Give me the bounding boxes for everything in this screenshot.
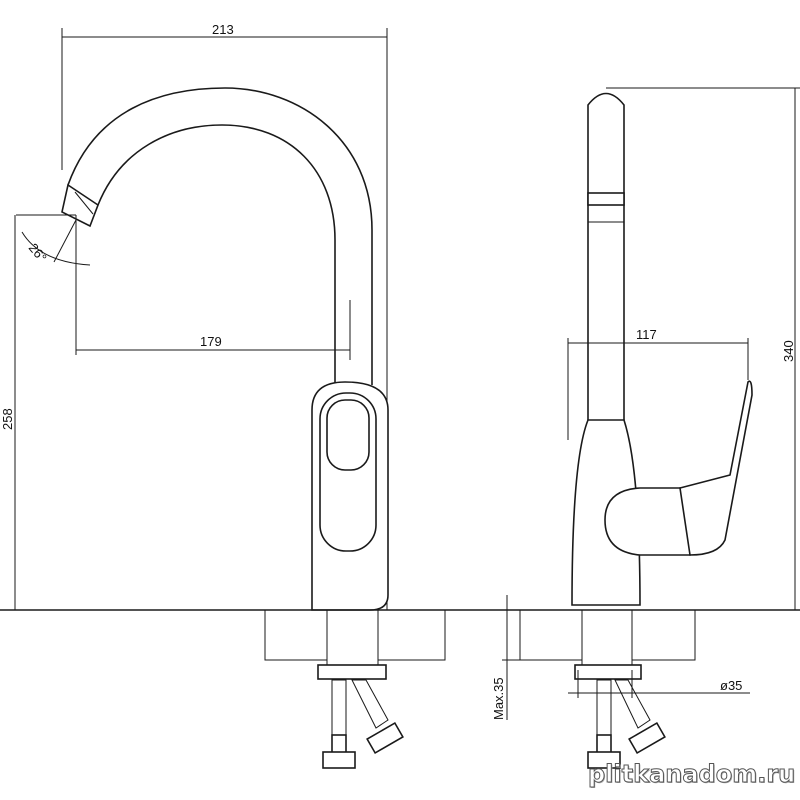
spout <box>67 87 373 385</box>
hose-right <box>351 679 389 729</box>
side-view: 117 340 Max.35 ø35 <box>491 87 800 769</box>
lever-handle <box>679 380 753 556</box>
height-258-label: 258 <box>0 408 15 430</box>
side-tube <box>587 92 625 420</box>
max35-label: Max.35 <box>491 677 506 720</box>
hose-left <box>331 679 347 736</box>
width-213-label: 213 <box>212 22 234 37</box>
angle-label: 26° <box>26 240 50 265</box>
height-340-label: 340 <box>781 340 796 362</box>
depth-117-label: 117 <box>636 327 657 342</box>
reach-179-label: 179 <box>200 334 222 349</box>
handle-outline <box>319 392 377 552</box>
front-view: 26° 258 <box>0 28 800 769</box>
nozzle <box>61 183 99 228</box>
mounting-nut <box>317 664 387 680</box>
watermark: plitkanadom.ru <box>587 760 796 789</box>
diameter-35-label: ø35 <box>720 678 742 693</box>
